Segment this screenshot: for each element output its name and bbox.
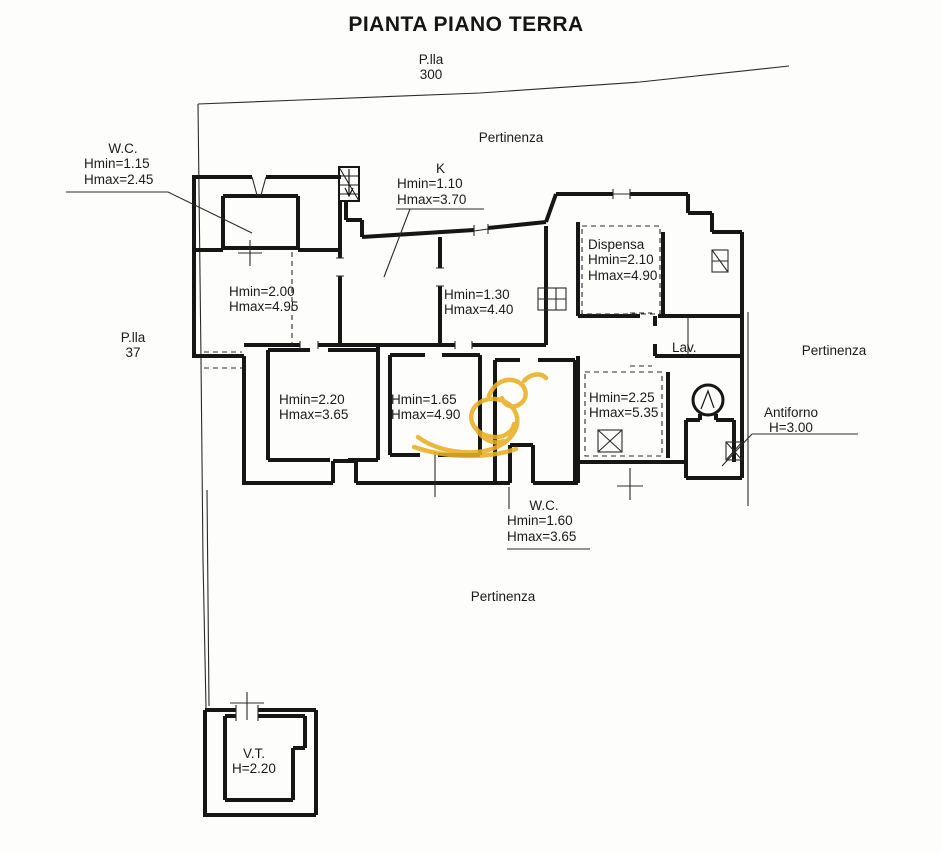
- room-hmin: Hmin=1.30: [444, 287, 510, 302]
- room-hmax: Hmax=5.35: [589, 405, 659, 421]
- room-hmax: Hmax=3.65: [507, 528, 577, 544]
- room-hmin: Hmin=2.25: [589, 390, 655, 405]
- building-outer-walls: [192, 175, 744, 485]
- room-label-wc-top: W.C. Hmin=1.15 Hmax=2.45: [84, 141, 162, 187]
- room-hmax: Hmax=4.90: [588, 267, 658, 283]
- dashed-zone-lines: [204, 225, 663, 457]
- room-label-lav: Lav.: [672, 340, 697, 355]
- page-title: PIANTA PIANO TERRA: [348, 13, 584, 36]
- room-label-wc-bottom: W.C. Hmin=1.60 Hmax=3.65: [507, 498, 581, 544]
- stairs-icon: [338, 166, 360, 202]
- room-hmax: Hmax=3.70: [397, 191, 467, 207]
- building-interior-walls: [194, 194, 742, 483]
- room-name: W.C.: [529, 498, 559, 513]
- leader-lines: [66, 191, 858, 550]
- room-label-225: Hmin=2.25 Hmax=5.35: [589, 390, 658, 421]
- room-hmin: Hmin=2.10: [588, 252, 654, 268]
- parcel-boundary-lines: [197, 65, 790, 709]
- room-label-220: Hmin=2.20 Hmax=3.65: [279, 392, 348, 423]
- vt-outbuilding: [203, 705, 318, 817]
- room-hmin: Hmin=2.00: [229, 284, 295, 299]
- parcel-label-37: P.lla 37: [108, 330, 158, 361]
- room-hmax: Hmax=2.45: [84, 171, 154, 187]
- room-name: W.C.: [108, 141, 138, 156]
- signature-scribble: [411, 372, 549, 459]
- room-hmax: Hmax=4.40: [444, 302, 514, 318]
- room-name: Dispensa: [588, 237, 645, 252]
- room-name: Antiforno: [763, 405, 819, 420]
- room-name: V.T.: [242, 746, 266, 761]
- room-label-165: Hmin=1.65 Hmax=4.90: [391, 392, 460, 423]
- room-label-130: Hmin=1.30 Hmax=4.40: [444, 287, 513, 318]
- room-hmin: Hmin=1.60: [507, 513, 573, 529]
- dimension-marks: [230, 189, 689, 720]
- room-hmin: Hmin=1.65: [391, 392, 457, 407]
- room-name: K: [435, 161, 445, 176]
- room-hmin: Hmin=2.20: [279, 392, 345, 407]
- pertinenza-bottom-label: Pertinenza: [470, 589, 536, 604]
- room-hmax: Hmax=4.95: [229, 299, 299, 315]
- pertinenza-right-label: Pertinenza: [801, 343, 867, 358]
- room-label-200: Hmin=2.00 Hmax=4.95: [229, 284, 298, 315]
- room-hmax: Hmax=3.65: [279, 407, 349, 423]
- pertinenza-top-label: Pertinenza: [478, 130, 544, 145]
- oven-symbol: [691, 383, 725, 417]
- room-name: Lav.: [672, 340, 697, 355]
- room-label-kitchen: K Hmin=1.10 Hmax=3.70: [397, 161, 484, 207]
- parcel-37-number: 37: [125, 345, 141, 361]
- room-hmin: Hmin=1.10: [397, 176, 463, 192]
- room-hmax: Hmax=4.90: [391, 407, 461, 423]
- parcel-37-pll: P.lla: [120, 330, 146, 345]
- room-label-dispensa: Dispensa Hmin=2.10 Hmax=4.90: [588, 237, 657, 283]
- parcel-300-number: 300: [419, 67, 443, 83]
- room-hmin: Hmin=1.15: [84, 156, 150, 172]
- parcel-300-pll: P.lla: [418, 52, 444, 67]
- parcel-label-300: P.lla 300: [406, 52, 456, 83]
- room-height: H=2.20: [232, 761, 276, 777]
- room-label-antiforno: Antiforno H=3.00: [755, 405, 827, 436]
- room-label-vt: V.T. H=2.20: [226, 746, 282, 777]
- room-height: H=3.00: [769, 420, 813, 436]
- window-symbols: [251, 176, 743, 461]
